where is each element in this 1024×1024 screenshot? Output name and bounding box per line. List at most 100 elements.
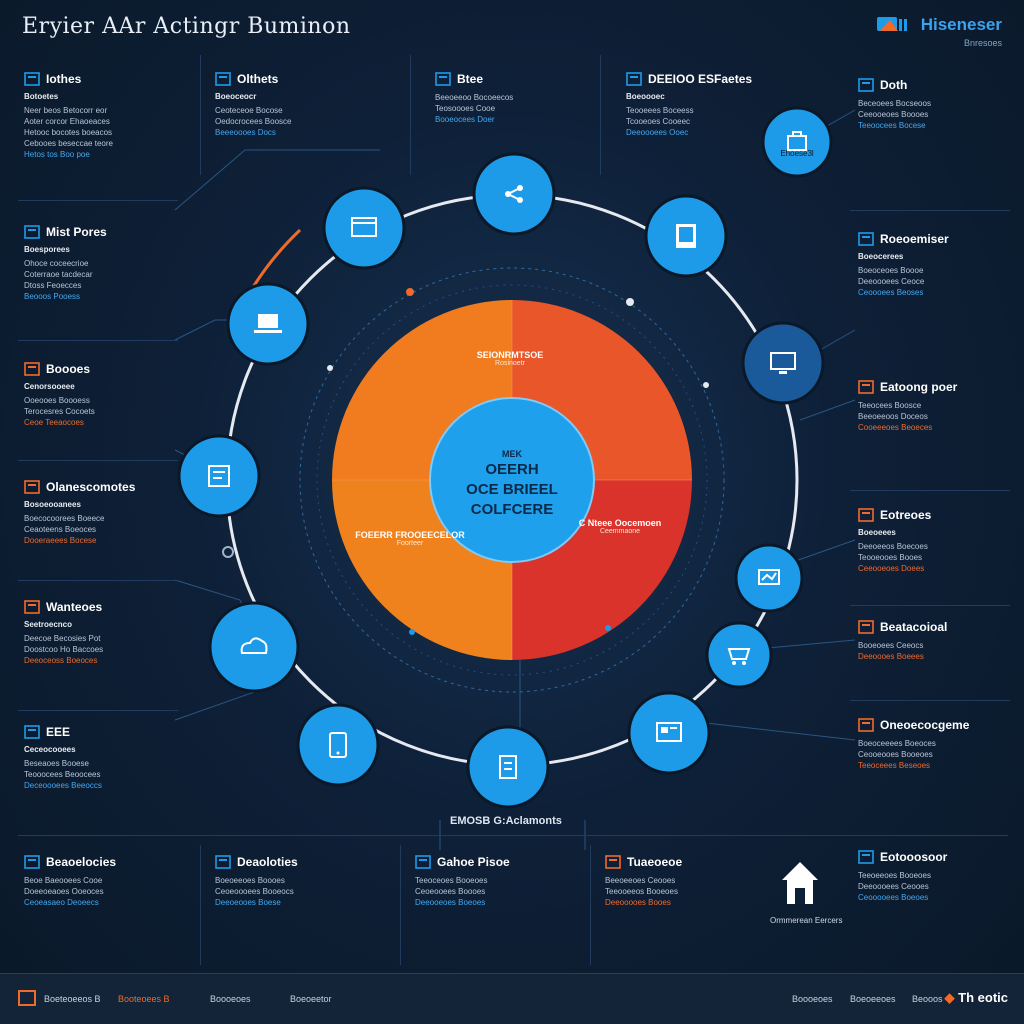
panel-line: Deeoeooes Boese: [215, 898, 281, 907]
panel-line: Aoter corcor Ehaoeaces: [24, 117, 110, 126]
panel-icon: [858, 620, 874, 634]
wedge-sub: Foorteer: [396, 540, 424, 547]
house-icon: [782, 862, 818, 904]
panel-subtitle: Bosoeooanees: [24, 500, 81, 509]
panel-header: Mist Pores: [24, 225, 174, 239]
panel-line: Beoe Baeooees Cooe: [24, 876, 103, 885]
panel-header: Eatoong poer: [858, 380, 1008, 394]
wedge-sub: Ceemmaone: [599, 528, 641, 535]
tablet-icon: [676, 224, 696, 248]
panel-title: Mist Pores: [46, 225, 107, 239]
panel-icon: [858, 718, 874, 732]
ring-node: [734, 543, 804, 613]
ring-dots: [222, 288, 709, 635]
panel-header: Eotooosoor: [858, 850, 1008, 864]
panel-title: Iothes: [46, 72, 82, 86]
panel-header: Roeoemiser: [858, 232, 1008, 246]
dashed-ring-outer: [299, 267, 725, 693]
panel-title: Beaoelocies: [46, 855, 117, 869]
wedge-title: FOEERR FROOEECELOR: [355, 530, 465, 540]
panel-line: Neer beos Betocorr eor: [24, 106, 108, 115]
panel-line: Ceoeoooees Booeocs: [215, 887, 294, 896]
panel-line: Deeoceoss Boeoces: [24, 656, 98, 665]
panel-header: Beatacoioal: [858, 620, 1008, 634]
panel-subtitle: Boeocerees: [858, 252, 904, 261]
panel-line: Doeeoeaoes Ooeoces: [24, 887, 104, 896]
node-circle: [734, 543, 804, 613]
panel-line: Ceoeooees Boooes: [415, 887, 486, 896]
panel-header: Eotreoes: [858, 508, 1008, 522]
panel-header: Iothes: [24, 72, 174, 86]
panel-line: Tcooeoes Cooeec: [626, 117, 691, 126]
panel-line: Coterraoe tacdecar: [24, 270, 93, 279]
footer-item: Boeteoeeos B: [44, 994, 101, 1004]
footer-item: Booteoees B: [118, 994, 170, 1004]
panel-icon: [24, 225, 40, 239]
panel-line: Deeoeeos Boecoes: [858, 542, 928, 551]
panel-subtitle: Boesporees: [24, 245, 70, 254]
center-line-2: OCE BRIEEL: [466, 481, 558, 498]
panel-line: Booeoees Ceeocs: [858, 641, 924, 650]
footer-item: Boooeoes: [792, 994, 833, 1004]
panel-header: Deaoloties: [215, 855, 365, 869]
cloud-icon: [240, 637, 268, 654]
panel-line: Boeoceoes Boooe: [858, 266, 924, 275]
panel-line: Teeoceees Beseoes: [858, 761, 931, 770]
shopping-bag-icon: [787, 131, 807, 151]
panel-title: Eotreoes: [880, 508, 932, 522]
node-circle: [177, 434, 261, 518]
panel-line: Beeeoooes Docs: [215, 128, 276, 137]
wedge-sub: Rosinoetr: [495, 360, 525, 367]
panel-line: Dtoss Feoecces: [24, 281, 82, 290]
panel-icon: [858, 380, 874, 394]
panel-header: Gahoe Pisoe: [415, 855, 565, 869]
panel-line: Ceeooeoes Doees: [858, 564, 925, 573]
panel-icon: [24, 855, 40, 869]
node-circle: [627, 691, 711, 775]
monitor-icon: [770, 352, 796, 374]
panel-line: Deeoooees Ooec: [626, 128, 689, 137]
footer-bar: Boeteoeeos B Booteoees B Boooeoes Boeoee…: [0, 973, 1024, 1024]
panel-line: Deeoooes Boeees: [858, 652, 924, 661]
panel-title: Eatoong poer: [880, 380, 958, 394]
node-circle: [705, 621, 773, 689]
ring-node: [466, 725, 550, 809]
panel-title: DEEIOO ESFaetes: [648, 72, 753, 86]
dashboard-icon: [656, 722, 682, 742]
panel-line: Teeoeeoes Booeoes: [858, 871, 931, 880]
panel-title: Doth: [880, 78, 908, 92]
panel-subtitle: Boeoooec: [626, 92, 665, 101]
browser-icon: [351, 217, 377, 237]
panel-header: Tuaeoeoe: [605, 855, 755, 869]
panel-icon: [435, 72, 451, 86]
panel-title: Roeoemiser: [880, 232, 949, 246]
ring-node: [472, 152, 556, 236]
brand: Hiseneser Bnresoes: [876, 14, 1002, 48]
panel-icon: [858, 850, 874, 864]
center-line-3: COLFCERE: [470, 501, 554, 518]
node-label: Ehoese3l: [780, 149, 814, 158]
panel-header: Oneoecocgeme: [858, 718, 1008, 732]
dashed-ring-inner: [316, 284, 708, 676]
panel-line: Hetooc bocotes boeacos: [24, 128, 113, 137]
panel-icon: [858, 78, 874, 92]
panel-header: Beaoelocies: [24, 855, 174, 869]
panel-line: Deceoooees Beeoccs: [24, 781, 102, 790]
panel-header: Doth: [858, 78, 1008, 92]
panel-icon: [215, 855, 231, 869]
panel-title: Olanescomotes: [46, 480, 136, 494]
node-circle: [741, 321, 825, 405]
panel-line: Deeoooees Ceoce: [858, 277, 925, 286]
brand-logo-icon: [877, 17, 908, 31]
panel-line: Oedocrocees Boosce: [215, 117, 292, 126]
page-title: Eryier AAr Actingr Buminon: [22, 14, 351, 39]
panel-line: Teeoocees Bocese: [858, 121, 926, 130]
